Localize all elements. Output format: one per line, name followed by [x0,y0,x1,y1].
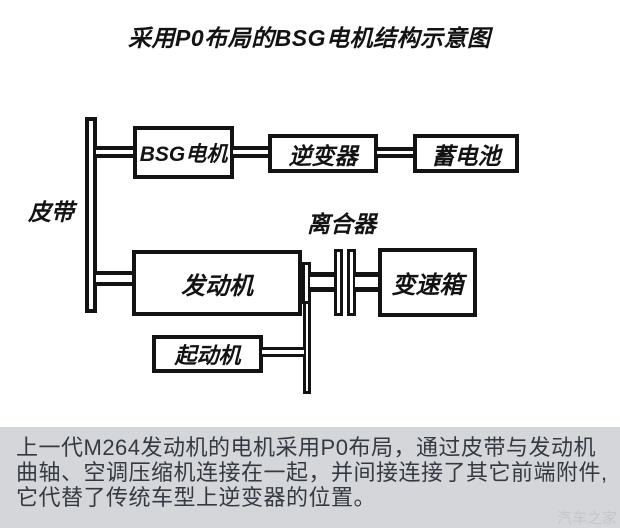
crankshaft-bar [303,301,311,394]
belt-label: 皮带 [28,199,74,225]
starter-label: 起动机 [174,343,241,368]
starter-box: 起动机 [152,335,263,373]
connector-inverter-battery [377,147,414,158]
battery-label: 蓄电池 [431,142,501,169]
bsg-motor-box: BSG电机 [133,126,234,179]
diagram-title: 采用P0布局的BSG电机结构示意图 [128,25,491,51]
caption-panel: 上一代M264发动机的电机采用P0布局，通过皮带与发动机 曲轴、空调压缩机连接在… [0,427,620,528]
shaft-clutch-gearbox [355,272,379,292]
inverter-label: 逆变器 [288,142,358,169]
inverter-box: 逆变器 [268,134,378,173]
caption-line: 曲轴、空调压缩机连接在一起，并间接连接了其它前端附件, [16,460,608,485]
gearbox-label: 变速箱 [391,272,464,299]
battery-box: 蓄电池 [413,134,519,173]
engine-label: 发动机 [181,272,253,300]
engine-box: 发动机 [132,250,302,316]
gearbox-box: 变速箱 [378,248,477,317]
connector-belt-engine [96,271,133,286]
connector-belt-bsg [96,146,134,158]
caption-line: 上一代M264发动机的电机采用P0布局，通过皮带与发动机 [16,435,596,460]
clutch-plate-right [347,249,356,316]
connector-starter-crankshaft [262,347,304,357]
clutch-plate-left [334,249,343,316]
watermark: 汽车之家 [557,510,618,527]
shaft-engine-clutch [310,272,335,292]
clutch-label: 离合器 [307,211,376,237]
belt-bar [85,117,97,313]
bsg-motor-label: BSG电机 [139,142,228,166]
caption-text: 上一代M264发动机的电机采用P0布局，通过皮带与发动机 曲轴、空调压缩机连接在… [16,435,608,510]
caption-line: 它代替了传统车型上逆变器的位置。 [16,485,377,510]
connector-bsg-inverter [233,146,269,158]
